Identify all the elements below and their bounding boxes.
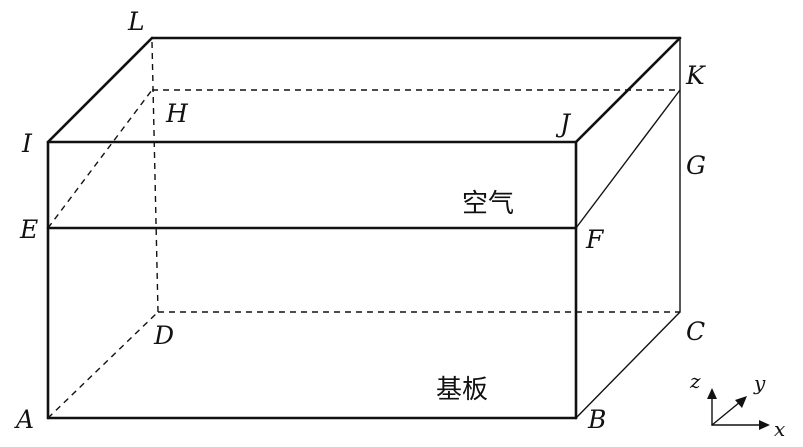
axis-label-z: z <box>689 369 701 393</box>
label-A: A <box>14 405 34 434</box>
edge-B-C <box>575 311 681 419</box>
edge-F-G <box>575 89 681 229</box>
y-arrow-icon <box>735 396 747 408</box>
label-G: G <box>686 151 706 180</box>
region-air-label: 空气 <box>462 189 514 219</box>
edge-J-K <box>574 36 682 144</box>
axis-label-y: y <box>753 371 766 395</box>
label-K: K <box>685 61 706 90</box>
edge-I-L <box>46 36 154 144</box>
edge-L-D <box>151 41 159 313</box>
hidden-edges <box>47 41 680 419</box>
label-J: J <box>555 109 572 138</box>
z-arrow-icon <box>707 388 717 399</box>
label-L: L <box>127 7 145 36</box>
region-labels: 空气 基板 <box>436 189 514 405</box>
label-B: B <box>587 405 606 434</box>
label-E: E <box>19 215 38 244</box>
axes-indicator: z y x <box>689 369 785 441</box>
point-labels: L K H I J G E F D C A B <box>14 7 706 434</box>
y-axis-line <box>711 401 741 426</box>
label-I: I <box>21 129 33 158</box>
region-substrate-label: 基板 <box>436 375 488 405</box>
label-D: D <box>153 321 174 350</box>
label-H: H <box>165 99 189 128</box>
label-F: F <box>585 225 605 254</box>
edge-A-D <box>47 311 159 419</box>
edge-E-H <box>47 89 153 229</box>
label-C: C <box>686 317 705 346</box>
axis-label-x: x <box>774 417 785 441</box>
x-arrow-icon <box>759 420 770 430</box>
visible-edges <box>46 36 682 420</box>
